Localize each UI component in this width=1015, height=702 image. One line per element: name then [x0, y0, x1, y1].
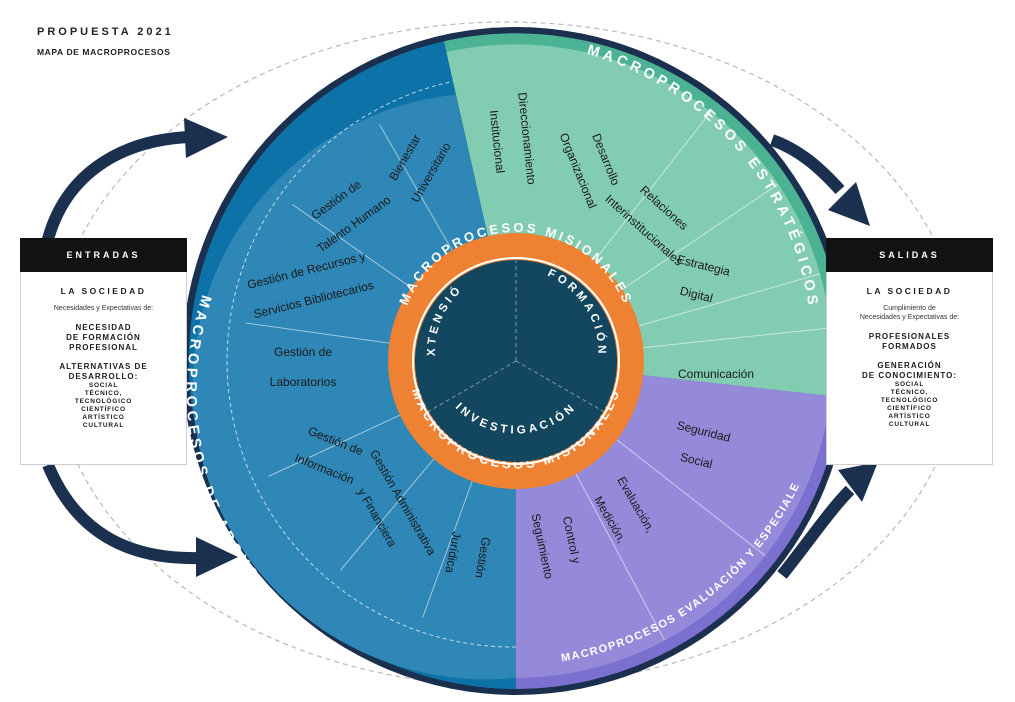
salidas-sub: Cumplimiento de Necesidades y Expectativ… — [827, 304, 992, 322]
segment-dividers — [245, 111, 831, 641]
entradas-body: LA SOCIEDAD Necesidades y Expectativas d… — [20, 272, 187, 465]
segment-label-apoyo-3: Gestión de Laboratorios — [270, 345, 337, 389]
entradas-block2: ALTERNATIVAS DE DESARROLLO: — [21, 362, 186, 382]
entradas-list-item: TÉCNICO, — [84, 390, 123, 397]
salidas-block2-line: GENERACIÓN — [877, 361, 942, 370]
arrow-top-left — [39, 118, 228, 254]
segment-label-line: Institucional — [487, 109, 508, 173]
entradas-list-item: ARTÍSTICO — [82, 414, 125, 421]
sector-apoyo — [192, 94, 516, 680]
entradas-block1-line: PROFESIONAL — [69, 343, 138, 352]
segment-divider — [616, 439, 766, 556]
salidas-list-item: SOCIAL — [894, 381, 925, 388]
core-dividers — [428, 260, 604, 412]
segment-divider — [638, 273, 820, 327]
entradas-list: SOCIAL TÉCNICO, TECNOLÓGICO CIENTÍFICO A… — [21, 382, 186, 430]
salidas-block2: GENERACIÓN DE CONOCIMIENTO: — [827, 361, 992, 381]
segment-divider — [245, 322, 390, 344]
salidas-sub-line: Cumplimiento de — [883, 305, 936, 312]
segment-divider — [340, 458, 435, 571]
segment-divider — [575, 473, 665, 641]
salidas-list-item: CIENTÍFICO — [887, 405, 932, 412]
misional-ring-border — [412, 257, 620, 465]
segment-divider — [643, 327, 831, 349]
entradas-society: LA SOCIEDAD — [60, 286, 147, 296]
entradas-block1-line: DE FORMACIÓN — [66, 333, 141, 342]
salidas-list-item: TÉCNICO, — [890, 389, 929, 396]
segment-label-line: Laboratorios — [270, 375, 337, 389]
entradas-block1: NECESIDAD DE FORMACIÓN PROFESIONAL — [21, 323, 186, 353]
entradas-list-item: CIENTÍFICO — [81, 406, 126, 413]
arrow-top-right — [769, 134, 870, 226]
salidas-block2-line: DE CONOCIMIENTO: — [862, 371, 957, 380]
segment-label-line: Gestión de — [274, 345, 332, 359]
salidas-list-item: ARTÍSTICO — [888, 413, 931, 420]
salidas-block1-line: FORMADOS — [882, 342, 937, 351]
entradas-list-item: SOCIAL — [88, 382, 119, 389]
entradas-block1-line: NECESIDAD — [75, 323, 132, 332]
segment-divider — [594, 111, 711, 261]
header-title: PROPUESTA 2021 — [37, 26, 174, 38]
segment-divider — [621, 183, 779, 290]
entradas-block2-line: ALTERNATIVAS DE — [59, 362, 148, 371]
entradas-title: ENTRADAS — [20, 238, 187, 272]
salidas-block1: PROFESIONALES FORMADOS — [827, 332, 992, 352]
arrow-bottom-left — [42, 462, 238, 577]
header-subtitle: MAPA DE MACROPROCESOS — [37, 47, 171, 57]
arrow-bottom-right — [777, 462, 878, 579]
segment-label-estrategicos-4: Comunicación — [678, 367, 754, 381]
salidas-sub-line: Necesidades y Expectativas de: — [859, 314, 960, 321]
salidas-title: SALIDAS — [826, 238, 993, 272]
segment-divider — [379, 124, 453, 251]
salidas-block1-line: PROFESIONALES — [868, 332, 951, 341]
segment-label-line: Comunicación — [678, 367, 754, 381]
salidas-box: SALIDAS LA SOCIEDAD Cumplimiento de Nece… — [826, 238, 993, 465]
entradas-box: ENTRADAS LA SOCIEDAD Necesidades y Expec… — [20, 238, 187, 465]
segment-divider — [422, 481, 473, 618]
salidas-list-item: CULTURAL — [888, 421, 931, 428]
salidas-list: SOCIAL TÉCNICO, TECNOLÓGICO CIENTÍFICO A… — [827, 381, 992, 429]
entradas-list-item: CULTURAL — [82, 422, 125, 429]
salidas-list-item: TECNOLÓGICO — [880, 397, 939, 404]
segment-divider — [292, 204, 412, 288]
salidas-society: LA SOCIEDAD — [866, 286, 953, 296]
apoyo-dashed-guide — [226, 81, 517, 648]
entradas-block2-line: DESARROLLO: — [68, 372, 139, 381]
salidas-body: LA SOCIEDAD Cumplimiento de Necesidades … — [826, 272, 993, 465]
segment-divider — [268, 414, 401, 477]
entradas-list-item: TECNOLÓGICO — [74, 398, 133, 405]
entradas-sub: Necesidades y Expectativas de: — [53, 305, 154, 312]
core-circle — [415, 260, 617, 462]
